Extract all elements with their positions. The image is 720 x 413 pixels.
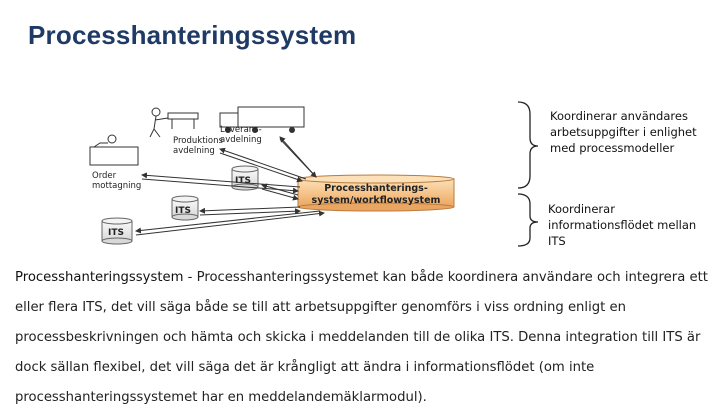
its-database-2: ITS: [171, 195, 199, 221]
produktions-label-2: avdelning: [173, 146, 215, 156]
its-database-3: ITS: [101, 217, 133, 245]
truck-icon: [219, 106, 305, 133]
description-paragraph: Processhanteringssystem - Processhanteri…: [15, 263, 710, 413]
produktions-label-1: Produktions: [173, 136, 223, 146]
desk-icon: [89, 134, 139, 166]
process-system-cylinder: Processhanterings- system/workflowsystem: [297, 174, 455, 212]
worker-icon: [149, 107, 199, 138]
process-diagram: Leverans- avdelning Produktions avdelnin…: [80, 95, 470, 255]
description-lead: Processhanteringssystem: [15, 270, 184, 285]
description-rest: - Processhanteringssystemet kan både koo…: [15, 270, 708, 405]
central-label-1: Processhanterings-: [324, 183, 428, 194]
note-user-coordination: Koordinerar användares arbetsuppgifter i…: [550, 109, 697, 155]
connection-arrows: [135, 136, 325, 236]
order-label-2: mottagning: [92, 181, 141, 191]
leverans-label-1: Leverans-: [220, 125, 262, 135]
order-label-1: Order: [92, 171, 117, 181]
its-label-2: ITS: [175, 206, 191, 216]
page-title: Processhanteringssystem: [28, 20, 357, 50]
grouping-brace: [517, 101, 539, 247]
its-label-3: ITS: [108, 228, 124, 238]
note-information-flow: Koordinerar informationsflödet mellan IT…: [548, 202, 697, 248]
its-label-1: ITS: [235, 176, 251, 186]
central-label-2: system/workflowsystem: [312, 195, 441, 206]
leverans-label-2: avdelning: [220, 135, 262, 145]
